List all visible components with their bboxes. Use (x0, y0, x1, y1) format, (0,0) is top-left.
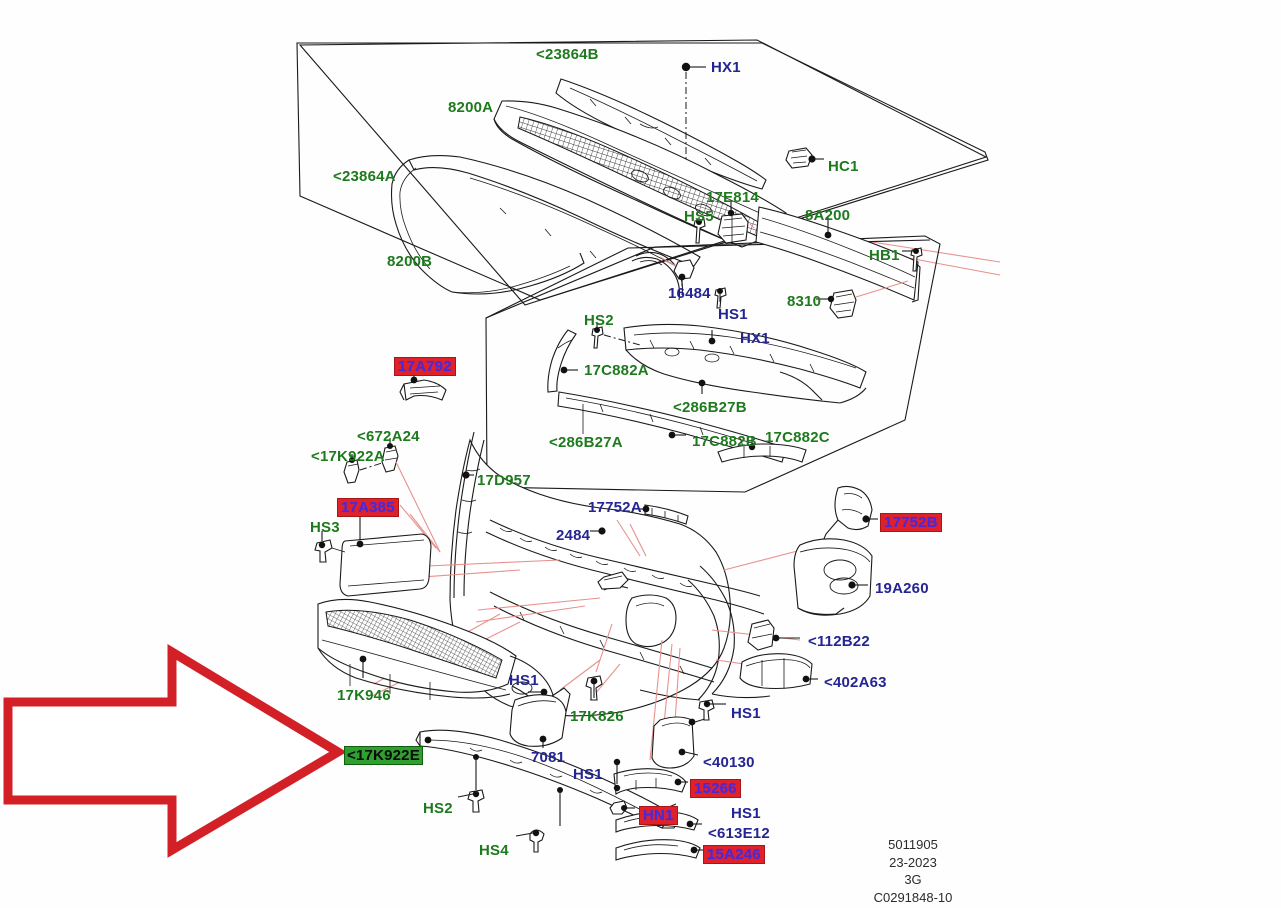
drawing-footer: 5011905 23-2023 3G C0291848-10 (838, 836, 988, 906)
part-402A63 (739, 653, 818, 690)
part-label-hs1: HS1 (731, 705, 761, 722)
part-label-hx1: HX1 (740, 330, 770, 347)
part-label-15a246: 15A246 (703, 845, 765, 864)
part-17K922A (343, 454, 383, 484)
part-label-hs1: HS1 (509, 672, 539, 689)
part-8310 (816, 280, 909, 319)
part-112B22 (747, 619, 800, 651)
footer-line-4-drawing-number: C0291848-10 (873, 889, 953, 905)
part-17K922E (415, 729, 681, 829)
part-label-17a385: 17A385 (337, 498, 399, 517)
part-label-hb1: HB1 (869, 247, 900, 264)
part-17K826 (585, 623, 613, 701)
fastener-HS3 (314, 531, 346, 563)
part-label-613e12: <613E12 (708, 825, 770, 842)
part-label-17a792: 17A792 (394, 357, 456, 376)
fastener-HS1-beam (714, 287, 727, 309)
part-17K946 (317, 598, 555, 707)
fastener-HS2-lower (457, 789, 485, 813)
footer-line-3: 3G (904, 872, 922, 888)
part-label-2484: 2484 (556, 527, 591, 544)
part-label-15266: 15266 (690, 779, 741, 798)
part-label-286b27a: <286B27A (549, 434, 623, 451)
part-label-8310: 8310 (787, 293, 822, 310)
part-label-17752a: 17752A (588, 499, 642, 516)
part-17E814 (717, 200, 749, 244)
part-label-hs2: HS2 (423, 800, 453, 817)
part-label-17e814: 17E814 (706, 189, 759, 206)
part-label-17c882a: 17C882A (584, 362, 649, 379)
part-16484 (631, 251, 695, 301)
part-label-40130: <40130 (703, 754, 755, 771)
part-label-hc1: HC1 (828, 158, 859, 175)
part-19A260 (793, 538, 873, 616)
part-HC1 (785, 147, 824, 169)
part-label-17k922a: <17K922A (311, 448, 385, 465)
part-17C882B (668, 431, 686, 439)
part-label-8a200: 8A200 (805, 207, 851, 224)
part-15266 (613, 758, 688, 795)
part-672A24 (381, 438, 441, 553)
part-15A246 (615, 839, 704, 861)
fastener-HB1 (902, 247, 923, 272)
part-label-17c882b: 17C882B (692, 433, 757, 450)
part-label-17k946: 17K946 (337, 687, 391, 704)
part-label-17d957: 17D957 (477, 472, 531, 489)
part-label-hx1: HX1 (711, 59, 741, 76)
fastener-HS5 (693, 217, 706, 244)
part-label-17c882c: 17C882C (765, 429, 830, 446)
part-17752A (632, 504, 689, 525)
part-label-hs1: HS1 (731, 805, 761, 822)
fastener-HN1 (609, 800, 635, 815)
part-label-16484: 16484 (668, 285, 711, 302)
part-label-23864b: <23864B (536, 46, 599, 63)
part-label-402a63: <402A63 (824, 674, 887, 691)
part-40130 (651, 716, 709, 769)
part-label-hs2: HS2 (584, 312, 614, 329)
red-pointer-arrow (3, 644, 347, 858)
part-label-112b22: <112B22 (808, 633, 870, 650)
part-label-17752b: 17752B (880, 513, 942, 532)
part-8200A (493, 100, 787, 248)
fastener-HS2-upper (591, 322, 604, 349)
part-286B27B (603, 323, 867, 404)
part-17A385 (339, 512, 432, 597)
footer-line-1: 5011905 (888, 837, 938, 852)
part-label-23864a: <23864A (333, 168, 396, 185)
part-17A792 (399, 371, 447, 401)
part-17C882A (547, 329, 578, 393)
part-label-hs5: HS5 (684, 208, 714, 225)
part-label-hs4: HS4 (479, 842, 509, 859)
part-17C882C (717, 436, 807, 463)
part-7081 (509, 687, 571, 748)
part-label-hs3: HS3 (310, 519, 340, 536)
part-label-hs1: HS1 (718, 306, 748, 323)
part-label-286b27b: <286B27B (673, 399, 747, 416)
part-label-17k922e: <17K922E (344, 746, 423, 765)
part-label-7081: 7081 (531, 749, 566, 766)
part-17D957-bumper-cover (449, 431, 771, 717)
part-label-19a260: 19A260 (875, 580, 929, 597)
part-label-8200b: 8200B (387, 253, 433, 270)
fastener-HS4 (515, 829, 545, 853)
fastener-HS1-40130 (698, 699, 726, 721)
part-label-hs1: HS1 (573, 766, 603, 783)
part-label-8200a: 8200A (448, 99, 494, 116)
footer-line-2: 23-2023 (889, 854, 937, 870)
part-label-hn1: HN1 (639, 806, 678, 825)
part-label-17k826: 17K826 (570, 708, 624, 725)
part-label-672a24: <672A24 (357, 428, 420, 445)
